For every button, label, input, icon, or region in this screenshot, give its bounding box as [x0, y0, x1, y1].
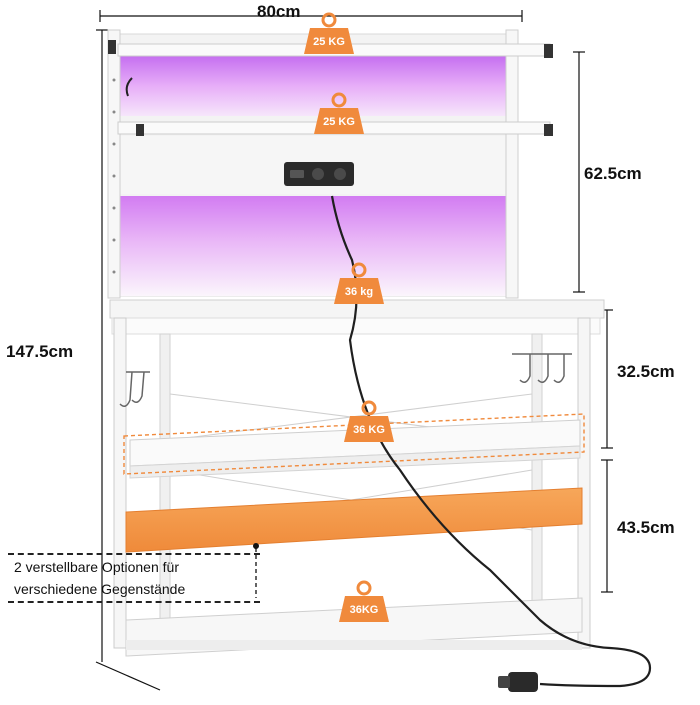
lower-frame — [109, 195, 652, 692]
hutch-height-label: 62.5cm — [584, 164, 642, 183]
upper-gap-label: 32.5cm — [617, 362, 675, 381]
weight-value: 25 KG — [313, 36, 345, 48]
weight-icon — [314, 92, 364, 134]
weight-badge-middle-shelf: 36 KG — [342, 400, 396, 450]
weight-value: 36KG — [349, 604, 379, 616]
weight-badge-desk-top: 36 kg — [332, 262, 386, 312]
lower-gap-label: 43.5cm — [617, 518, 675, 537]
weight-value: 25 KG — [323, 116, 355, 128]
hutch — [107, 29, 553, 299]
total-height-label: 147.5cm — [6, 342, 74, 361]
weight-icon — [334, 262, 384, 304]
weight-value: 36 KG — [353, 424, 385, 436]
adjustable-options-note: 2 verstellbare Optionen für verschiedene… — [8, 553, 260, 603]
weight-badge-second-shelf: 25 KG — [312, 92, 366, 142]
weight-icon — [339, 580, 389, 622]
weight-icon — [304, 12, 354, 54]
note-line-1: 2 verstellbare Optionen für — [14, 559, 179, 575]
weight-icon — [344, 400, 394, 442]
width-label: 80cm — [257, 2, 301, 21]
weight-badge-bottom-shelf: 36KG — [337, 580, 391, 630]
dimension-lines — [95, 10, 613, 691]
weight-value: 36 kg — [344, 286, 374, 298]
note-line-2: verschiedene Gegenstände — [14, 581, 186, 597]
weight-badge-top-shelf: 25 KG — [302, 12, 356, 62]
